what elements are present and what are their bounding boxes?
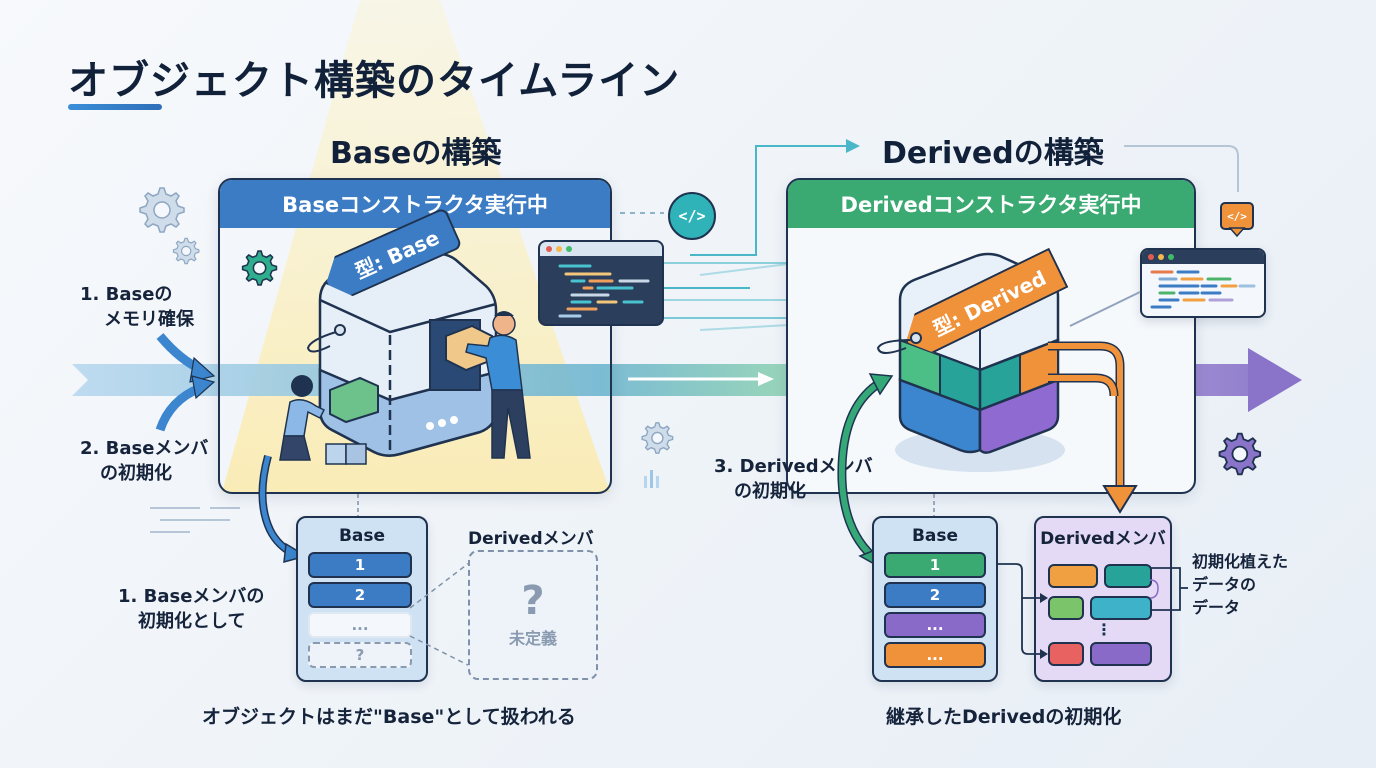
memory-slot-empty: ... xyxy=(308,612,412,638)
derived-members-placeholder: ? 未定義 xyxy=(468,550,598,680)
code-lines xyxy=(1150,270,1256,309)
memory-slot: ... xyxy=(884,642,986,668)
tag-string xyxy=(306,324,346,353)
step3-label: 3. Derivedメンバ の初期化 xyxy=(714,454,873,504)
minimize-dot xyxy=(556,246,562,252)
derived-code-window xyxy=(1140,248,1266,318)
member-block xyxy=(1090,596,1152,620)
memory-slot: ... xyxy=(884,612,986,638)
zoom-lines xyxy=(409,549,487,675)
step3-label-line1: 3. Derivedメンバ xyxy=(714,456,873,477)
connector-arrowhead xyxy=(846,139,860,153)
window-titlebar xyxy=(540,242,662,256)
step1-label-line1: 1. Baseの xyxy=(80,284,173,305)
derived-base-memory-box-title: Base xyxy=(911,526,959,546)
page-title: オブジェクト構築のタイムライン xyxy=(68,58,681,104)
code-lines xyxy=(558,264,650,318)
close-dot xyxy=(1148,254,1154,260)
base-constructor-panel: Baseコンストラクタ実行中 xyxy=(218,178,612,494)
step3-label-line2: の初期化 xyxy=(734,481,806,502)
code-chat-icon-glyph: </> xyxy=(1227,209,1247,223)
vertical-ellipsis: ⋮ xyxy=(1096,620,1112,639)
decorative-dashes xyxy=(150,507,240,533)
base-init-note-line1: 1. Baseメンバの xyxy=(118,586,265,607)
base-section-heading: Baseの構築 xyxy=(330,136,502,171)
connector-line xyxy=(1124,145,1239,192)
memory-slot: 2 xyxy=(884,582,986,608)
dashed-connector xyxy=(357,494,359,516)
bracket xyxy=(1149,567,1188,611)
code-icon: </> xyxy=(668,192,716,240)
member-block xyxy=(1048,596,1084,620)
base-caption: オブジェクトはまだ"Base"として扱われる xyxy=(202,706,576,728)
gear-icon xyxy=(641,422,674,454)
base-memory-box: Base 1 2 ... ? xyxy=(296,516,428,682)
window-titlebar xyxy=(1142,250,1264,264)
base-init-note: 1. Baseメンバの 初期化として xyxy=(118,584,264,634)
bracket-label-line3: データ xyxy=(1192,598,1241,617)
step1-label-line2: メモリ確保 xyxy=(104,309,194,330)
step2-label-line2: の初期化 xyxy=(100,463,172,484)
step2-label: 2. Baseメンバ の初期化 xyxy=(80,436,208,486)
timeline-progress-arrow xyxy=(628,372,774,386)
base-panel-header: Baseコンストラクタ実行中 xyxy=(220,180,610,228)
tag-string xyxy=(876,332,922,354)
chat-tail xyxy=(1228,227,1246,238)
memory-slot: 1 xyxy=(884,552,986,578)
undefined-label: 未定義 xyxy=(508,629,557,648)
step2-label-line1: 2. Baseメンバ xyxy=(80,438,209,459)
base-init-note-line2: 初期化として xyxy=(138,611,246,632)
bracket-label-line1: 初期化植えた xyxy=(1192,552,1289,571)
code-chat-icon: </> xyxy=(1220,202,1254,230)
memory-slot: 1 xyxy=(308,552,412,578)
gear-icon xyxy=(1218,432,1262,476)
derived-section-heading: Derivedの構築 xyxy=(882,136,1104,171)
maximize-dot xyxy=(1168,254,1174,260)
minimize-dot xyxy=(1158,254,1164,260)
member-block xyxy=(1104,564,1152,588)
derived-members-box: Derivedメンバ ⋮ xyxy=(1034,516,1172,682)
derived-caption: 継承したDerivedの初期化 xyxy=(886,706,1122,728)
close-dot xyxy=(546,246,552,252)
question-mark-icon: ? xyxy=(521,578,545,624)
dashed-connector xyxy=(933,494,935,516)
maximize-dot xyxy=(566,246,572,252)
base-memory-box-title: Base xyxy=(338,526,386,546)
step2-arrow xyxy=(155,383,202,432)
member-block xyxy=(1090,642,1152,666)
connector-line xyxy=(1069,291,1141,327)
gear-icon xyxy=(172,237,200,265)
derived-members-title: Derivedメンバ xyxy=(468,529,594,549)
title-underline xyxy=(68,104,162,110)
step-arrows xyxy=(155,333,216,432)
step1-label: 1. Baseの メモリ確保 xyxy=(80,282,194,332)
bracket-label-line2: データの xyxy=(1192,575,1257,594)
connector-line xyxy=(690,145,848,256)
memory-slot-undefined: ? xyxy=(308,642,412,668)
member-connector-arrows xyxy=(996,563,1048,659)
orange-flow-arrow xyxy=(1048,341,1138,514)
derived-members-box-title: Derivedメンバ xyxy=(1040,529,1166,549)
member-block xyxy=(1048,564,1098,588)
derived-base-memory-box: Base 1 2 ... ... xyxy=(872,516,998,682)
base-code-window xyxy=(538,240,664,326)
code-icon-glyph: </> xyxy=(678,207,706,225)
derived-panel-header: Derivedコンストラクタ実行中 xyxy=(788,180,1194,228)
memory-slot: 2 xyxy=(308,582,412,608)
gear-icon xyxy=(241,250,278,286)
member-block xyxy=(1048,642,1084,666)
bar-chart-icon xyxy=(644,470,659,488)
gear-icon xyxy=(139,187,185,233)
bracket-label: 初期化植えた データの データ xyxy=(1192,550,1288,619)
